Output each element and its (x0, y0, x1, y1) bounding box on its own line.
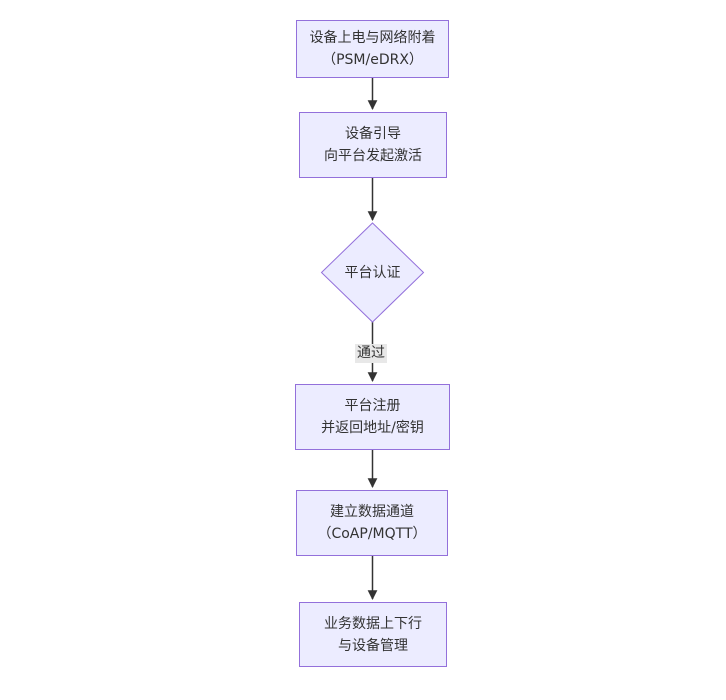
node-channel: 建立数据通道 （CoAP/MQTT） (296, 490, 448, 556)
node-business-line1: 业务数据上下行 (324, 615, 422, 632)
node-register: 平台注册 并返回地址/密钥 (295, 384, 450, 450)
node-bootstrap-line1: 设备引导 (345, 126, 401, 142)
node-power-attach-line1: 设备上电与网络附着 (309, 30, 436, 46)
node-power-attach-line2: （PSM/eDRX） (322, 52, 423, 68)
node-bootstrap: 设备引导 向平台发起激活 (299, 112, 447, 178)
node-register-line2: 并返回地址/密钥 (321, 420, 424, 436)
node-register-line1: 平台注册 (344, 398, 401, 414)
edge-label-pass: 通过 (355, 344, 387, 363)
node-business: 业务数据上下行 与设备管理 (299, 602, 447, 667)
node-channel-line2: （CoAP/MQTT） (317, 526, 427, 542)
node-power-attach: 设备上电与网络附着 （PSM/eDRX） (296, 20, 449, 78)
node-auth-label: 平台认证 (344, 264, 401, 281)
node-business-line2: 与设备管理 (338, 637, 408, 654)
node-bootstrap-line2: 向平台发起激活 (324, 148, 422, 164)
decision-diamond-shape (320, 222, 425, 323)
node-auth-decision: 平台认证 (322, 223, 423, 322)
node-channel-line1: 建立数据通道 (330, 504, 414, 520)
